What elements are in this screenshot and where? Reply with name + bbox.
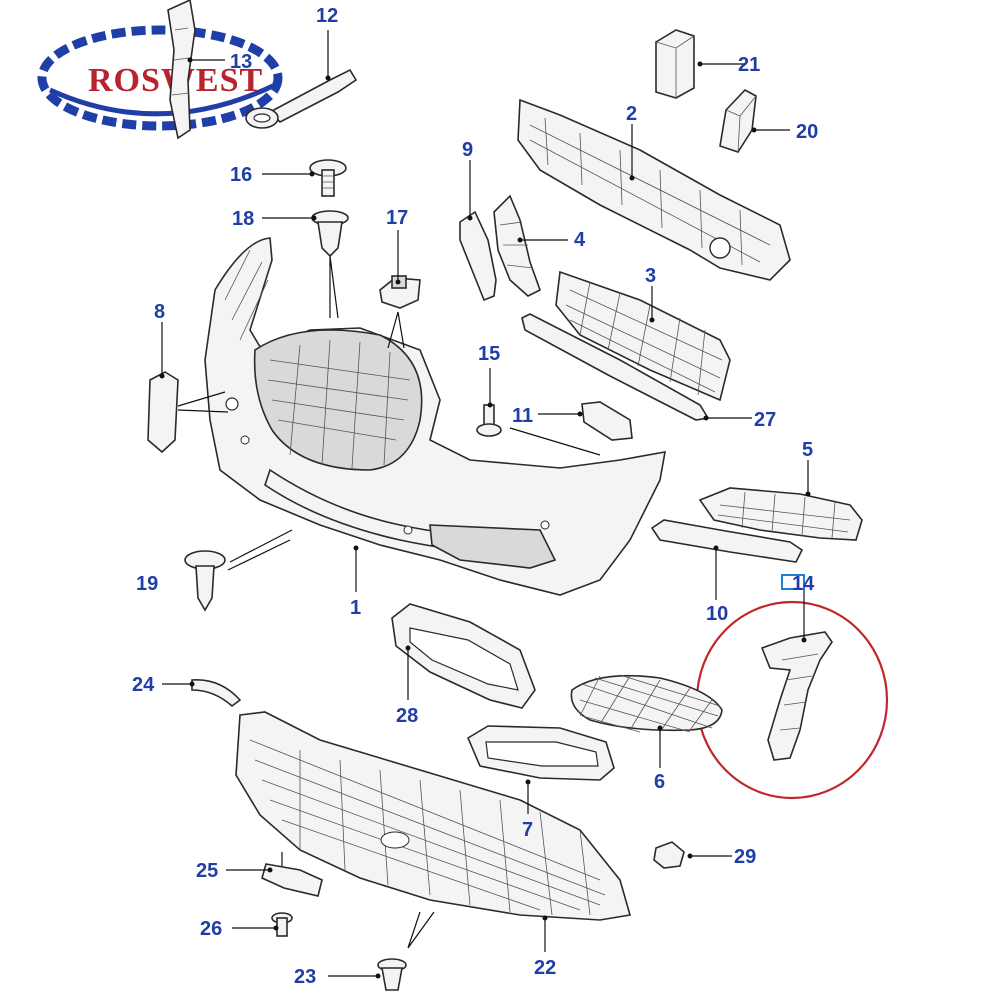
callout-20: 20 [796,121,818,143]
part-7-fog-surround [466,725,615,781]
part-2-bumper-beam [517,98,791,281]
callout-27: 27 [754,409,776,431]
callout-28: 28 [396,705,418,727]
part-3-lower-grille [555,270,731,402]
callout-11: 11 [512,405,533,427]
part-12-tow-eye [245,68,358,129]
part-4-bracket [493,194,541,297]
part-26-screw [271,912,293,937]
callout-18: 18 [232,208,254,230]
callout-19: 19 [136,573,158,595]
callout-3: 3 [645,265,656,287]
part-15-bolt [476,404,502,437]
callout-labels: 12 13 16 18 17 21 20 2 9 4 3 27 8 15 11 … [132,5,818,988]
part-5-bracket [698,487,863,541]
part-13-bracket [167,0,196,140]
part-28-fog-surround [391,603,536,709]
part-22-undertray [235,711,632,921]
callout-7: 7 [522,819,533,841]
part-14-side-bracket [760,631,833,761]
part-29-clip [653,841,685,869]
part-25-bracket [261,863,323,897]
callout-9: 9 [462,139,473,161]
part-9-side-trim [459,210,497,302]
callout-8: 8 [154,301,165,323]
callout-21: 21 [738,54,760,76]
callout-6: 6 [654,771,665,793]
part-8-tow-cover [147,371,179,454]
callout-15: 15 [478,343,500,365]
highlight-marker [781,574,805,590]
callout-14: 14 [792,573,815,595]
callout-22: 22 [534,957,556,979]
callout-10: 10 [706,603,728,625]
callout-29: 29 [734,846,756,868]
part-23-push-clip [377,958,407,991]
callout-2: 2 [626,103,637,125]
part-21-block [655,29,695,99]
part-20-block [719,89,757,153]
callout-12: 12 [316,5,338,27]
part-16-bolt [309,159,347,197]
callout-17: 17 [386,207,408,229]
callout-16: 16 [230,164,252,186]
callout-24: 24 [132,674,155,696]
callout-26: 26 [200,918,222,940]
part-1-bumper-cover [204,237,666,596]
callout-5: 5 [802,439,813,461]
logo: ROSWEST [37,25,283,131]
leader-lines [161,30,809,977]
callout-4: 4 [574,229,586,251]
callout-25: 25 [196,860,218,882]
callout-1: 1 [350,597,361,619]
leader-dots [159,57,811,979]
part-6-fog-grille [570,674,723,733]
callout-13: 13 [230,51,252,73]
callout-23: 23 [294,966,316,988]
part-10-trim-strip [650,519,804,563]
part-19-push-rivet [184,550,226,612]
part-24-trim [191,679,242,708]
part-11-cover [581,401,633,441]
part-18-push-clip [311,210,349,258]
